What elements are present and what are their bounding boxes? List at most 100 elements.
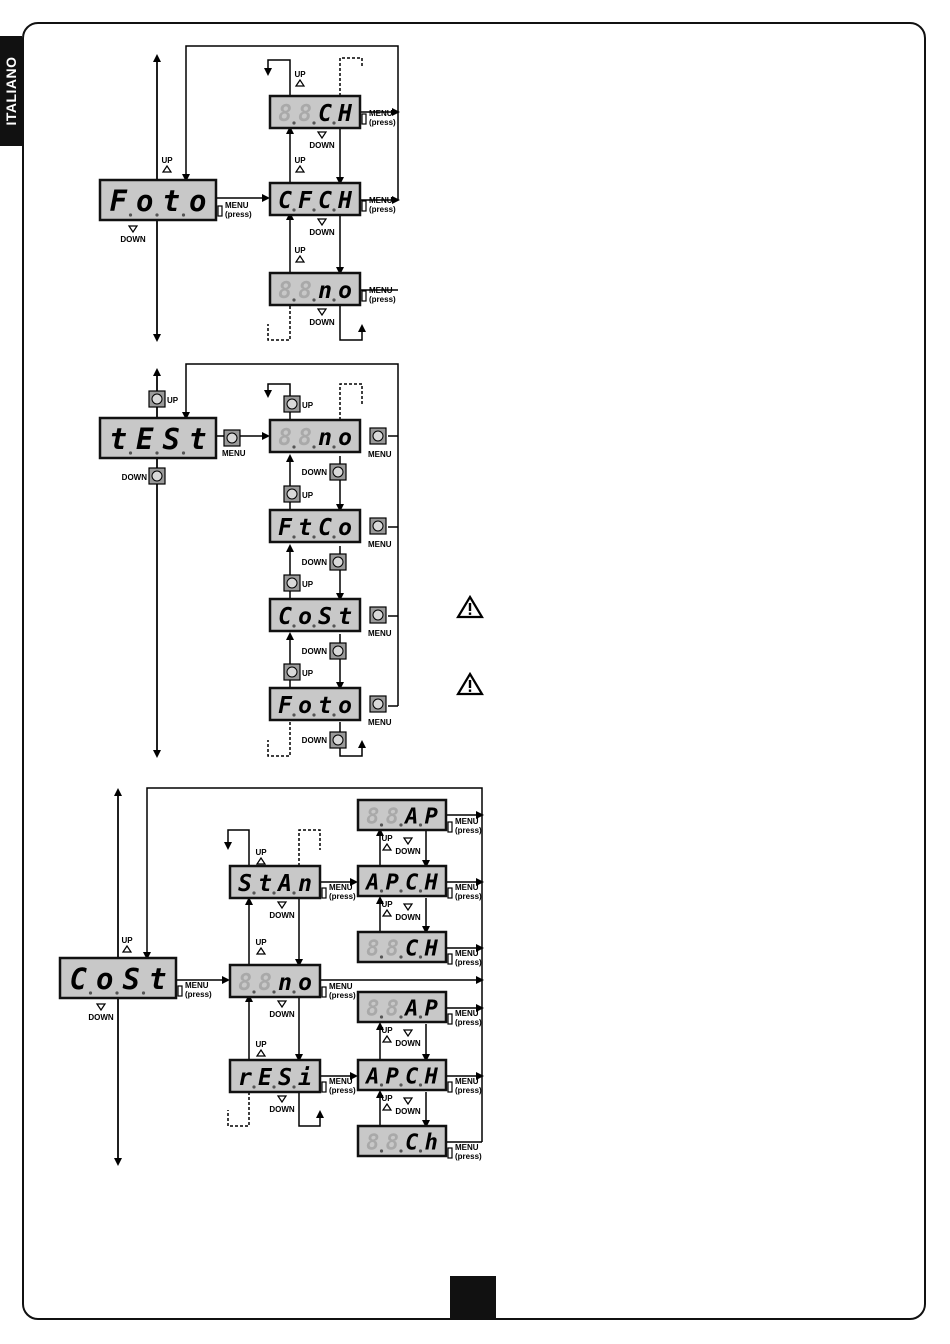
display-dot [399, 955, 403, 959]
display-digit: H [424, 870, 439, 895]
down-label: DOWN [269, 1105, 295, 1114]
display-digit: t [258, 871, 272, 897]
display-dot [418, 1149, 423, 1153]
press-label: (press) [225, 210, 252, 219]
display-digit: o [338, 425, 352, 451]
display-digit: C [278, 188, 292, 214]
display-digit: t [110, 422, 127, 456]
display-digit: F [278, 693, 293, 719]
display-digit: A [403, 804, 418, 829]
press-label: (press) [329, 1086, 356, 1095]
display-dot [272, 990, 276, 994]
menu-label: MENU [455, 949, 479, 958]
display-digit: n [318, 278, 332, 304]
up-triangle-icon [121, 944, 133, 953]
down-button [148, 467, 166, 485]
display-digit: C [405, 1130, 419, 1155]
up-button [283, 663, 301, 681]
down-triangle-icon [127, 225, 139, 234]
press-label: (press) [455, 892, 482, 901]
up-triangle-icon [381, 842, 393, 851]
display-digit: o [298, 604, 312, 630]
up-triangle-icon [381, 1102, 393, 1111]
display-dot [272, 1085, 276, 1089]
display-digit: t [318, 693, 332, 719]
display-dot [155, 451, 159, 455]
display-digit: C [318, 188, 332, 214]
display-dot [332, 445, 336, 449]
display-dot [312, 298, 316, 302]
display-digit: t [338, 604, 352, 630]
display-dot [272, 891, 276, 895]
menu-key-icon [321, 887, 327, 899]
menu-label: MENU [185, 981, 209, 990]
up-triangle-icon [381, 908, 393, 917]
menu-key-icon [447, 887, 453, 899]
display-frame [98, 416, 218, 460]
display-digit: H [424, 1064, 439, 1089]
menu-button [369, 606, 387, 624]
display-dot [379, 889, 384, 893]
menu-key-icon [361, 200, 367, 212]
menu-button [369, 517, 387, 535]
display-dot [292, 535, 296, 539]
display-dot [128, 451, 133, 455]
display-digit: S [278, 1065, 292, 1091]
press-label: (press) [455, 1152, 482, 1161]
display-digit-off: 8 [366, 996, 379, 1021]
press-label: (press) [455, 826, 482, 835]
display-digit-off: 8 [298, 278, 312, 304]
press-label: (press) [329, 991, 356, 1000]
menu-key-icon [447, 1081, 453, 1093]
down-label: DOWN [395, 1039, 421, 1048]
up-triangle-icon [255, 1048, 267, 1057]
menu-label: MENU [369, 109, 393, 118]
up-button [283, 485, 301, 503]
up-label: UP [294, 156, 306, 165]
display-dot [292, 445, 296, 449]
display-digit: C [318, 515, 332, 541]
display-dot [292, 891, 296, 895]
down-triangle-icon [402, 837, 414, 846]
display-dot [399, 1015, 403, 1019]
up-label: UP [302, 491, 314, 500]
down-triangle-icon [316, 131, 328, 140]
up-triangle-icon [381, 1034, 393, 1043]
display-dot [379, 1083, 384, 1087]
display-digit: o [338, 515, 352, 541]
down-triangle-icon [276, 1095, 288, 1104]
display-dot [399, 823, 403, 827]
down-label: DOWN [395, 1107, 421, 1116]
display-dot [312, 121, 316, 125]
display-digit: E [136, 422, 154, 456]
display-dot [312, 208, 316, 212]
down-label: DOWN [88, 1013, 114, 1022]
menu-button [223, 429, 241, 447]
language-tab: ITALIANO [0, 36, 22, 146]
display-dot [252, 990, 256, 994]
menu-key-icon [447, 953, 453, 965]
display-dot [379, 955, 384, 959]
display-digit-off: 8 [386, 996, 399, 1021]
menu-key-icon [361, 290, 367, 302]
down-label: DOWN [269, 911, 295, 920]
display-digit: o [136, 184, 153, 218]
down-label: DOWN [120, 235, 146, 244]
display-digit: E [258, 1065, 273, 1091]
display-dot [292, 298, 296, 302]
up-label: UP [381, 834, 393, 843]
display-dot [292, 624, 296, 628]
display-dot [312, 713, 316, 717]
display-digit-off: 8 [386, 936, 399, 961]
